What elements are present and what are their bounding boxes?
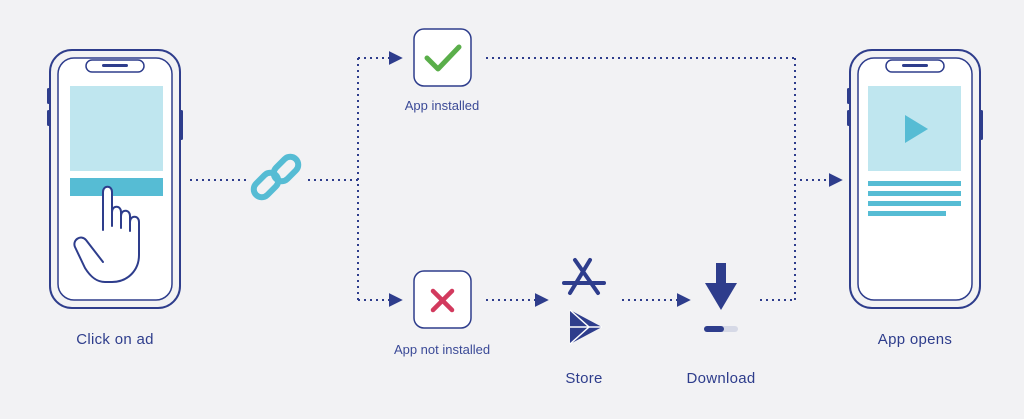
connectors	[190, 51, 843, 307]
download-label: Download	[686, 370, 756, 387]
content-line	[868, 211, 946, 216]
store-label: Store	[565, 370, 603, 387]
chain-link-icon	[250, 153, 302, 201]
app-installed-box	[413, 28, 472, 87]
app-installed-label: App installed	[404, 98, 480, 113]
right-phone	[847, 49, 983, 309]
app-not-installed-box	[413, 270, 472, 329]
content-line	[868, 201, 961, 206]
click-on-ad-label: Click on ad	[76, 331, 154, 348]
content-line	[868, 191, 961, 196]
app-not-installed-label: App not installed	[393, 342, 491, 357]
left-phone	[47, 49, 183, 309]
download-arrow-icon	[704, 263, 738, 332]
hand-pointer-icon	[73, 185, 140, 283]
play-store-icon	[569, 309, 602, 345]
download-progress-fill	[704, 326, 724, 332]
checkmark-icon	[424, 44, 462, 72]
x-cross-icon	[430, 288, 455, 313]
content-line	[868, 181, 961, 186]
app-opens-label: App opens	[877, 331, 953, 348]
ad-image-placeholder	[70, 86, 163, 171]
play-icon	[905, 115, 928, 143]
app-store-icon	[562, 258, 606, 295]
ad-button	[70, 178, 163, 196]
